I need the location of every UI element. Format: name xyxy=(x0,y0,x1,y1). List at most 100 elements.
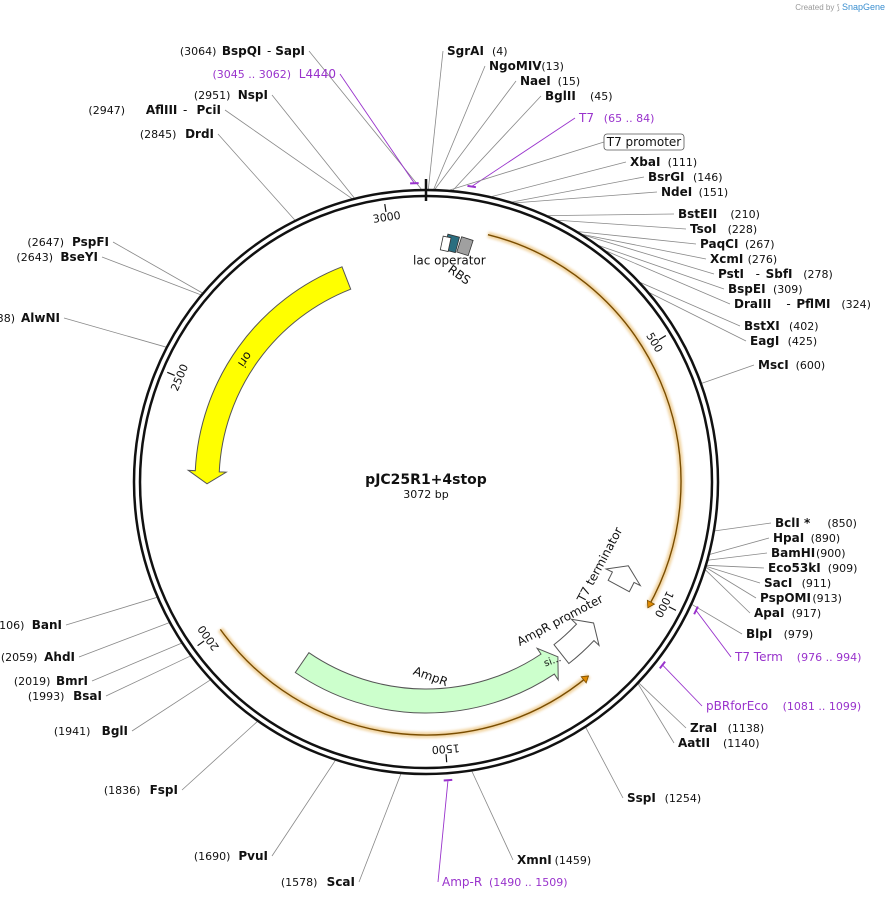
tick-label: 2500 xyxy=(168,362,191,393)
site-nspi: NspI(2951) xyxy=(194,88,268,102)
site-extra: SbfI xyxy=(766,267,793,281)
site-drdi: DrdI(2845) xyxy=(140,127,214,141)
site-name: Eco53kI xyxy=(768,561,821,575)
site-dash: - xyxy=(786,297,790,311)
site-name: SspI xyxy=(627,791,656,805)
site-name: PvuI xyxy=(238,849,268,863)
site-aatii: AatII(1140) xyxy=(678,736,760,750)
leader-xcmi xyxy=(582,234,707,260)
site-position: (210) xyxy=(730,208,760,221)
primer-leader xyxy=(695,610,732,658)
site-dash: - xyxy=(183,103,187,117)
site-saci: SacI(911) xyxy=(764,576,831,590)
orf-layer xyxy=(217,231,684,738)
site-name: BglI xyxy=(102,724,128,738)
primer-position: (1490 .. 1509) xyxy=(489,876,568,889)
site-pspfi: PspFI(2647) xyxy=(27,235,109,249)
leader-apai xyxy=(705,569,751,614)
site-name: XmnI xyxy=(517,853,552,867)
site-sspi: SspI (1254) xyxy=(627,791,701,805)
site-position: (13) xyxy=(541,60,564,73)
leader-ndei xyxy=(515,191,658,204)
site-name: NgoMIV xyxy=(489,59,542,73)
site-bmri: BmrI(2019) xyxy=(14,674,88,688)
orf-1-glow xyxy=(487,231,684,610)
site-position: (228) xyxy=(728,223,758,236)
leader-paqci xyxy=(578,231,697,245)
site-position: (979) xyxy=(784,628,814,641)
site-position: (1459) xyxy=(555,854,592,867)
primer-name: T7 Term xyxy=(734,650,783,664)
leader-alwni xyxy=(63,317,167,348)
site-name: XbaI xyxy=(630,155,660,169)
site-name: EagI xyxy=(750,334,779,348)
site-name: AhdI xyxy=(44,650,75,664)
site-apai: ApaI(917) xyxy=(754,606,821,620)
site-name: AlwNI xyxy=(21,311,60,325)
primer-leader xyxy=(662,664,703,707)
site-name: PspOMI xyxy=(760,591,811,605)
site-position: (2951) xyxy=(194,89,231,102)
site-name: BseYI xyxy=(60,250,98,264)
site-position: (900) xyxy=(816,547,846,560)
tick-mark xyxy=(445,754,448,763)
site-position: (2647) xyxy=(27,236,64,249)
leader-drdi xyxy=(217,133,296,221)
site-bsrgi: BsrGI(146) xyxy=(648,170,723,184)
site-pspomi: PspOMI(913) xyxy=(760,591,842,605)
leader-eagi xyxy=(649,292,747,342)
tick-mark xyxy=(197,640,205,647)
site-name: AatII xyxy=(678,736,710,750)
leader-hpai xyxy=(709,537,770,555)
tick-mark xyxy=(167,371,175,377)
site-xcmi: XcmI(276) xyxy=(710,252,777,266)
site-bcli: BclI *(850) xyxy=(775,516,857,530)
t7-terminator-label: T7 terminator xyxy=(574,525,626,605)
leader-tsoi xyxy=(557,219,687,230)
site-sgrai: SgrAI(4) xyxy=(447,44,508,58)
leader-aatii xyxy=(637,683,675,744)
leader-scai xyxy=(358,773,402,883)
primer-mark xyxy=(693,606,699,615)
plasmid-length: 3072 bp xyxy=(403,488,448,501)
site-position: (111) xyxy=(668,156,698,169)
leader-sgrai xyxy=(427,50,444,190)
site-position: (2059) xyxy=(1,651,38,664)
site-position: (1254) xyxy=(665,792,702,805)
leader-bamhi xyxy=(708,552,768,561)
site-position: (913) xyxy=(812,592,842,605)
site-position: (1690) xyxy=(194,850,231,863)
leader-pvui xyxy=(271,760,336,857)
site-position: (911) xyxy=(802,577,832,590)
leader-bglii xyxy=(452,95,542,191)
site-afliii: PciI-AflIII(2947) xyxy=(88,103,221,117)
primer-name: T7 xyxy=(578,111,594,125)
tick-label: 2000 xyxy=(195,623,222,653)
leader-bsteii xyxy=(548,213,675,217)
site-eco53ki: Eco53kI(909) xyxy=(768,561,857,575)
leader-blpi xyxy=(691,604,743,635)
site-position: (1138) xyxy=(728,722,765,735)
brand-prefix: Created by xyxy=(795,3,835,12)
site-name: BsaI xyxy=(73,689,102,703)
site-extra: SapI xyxy=(275,44,305,58)
site-bstxi: BstXI(402) xyxy=(744,319,819,333)
site-bsteii: BstEII(210) xyxy=(678,207,760,221)
site-name: ApaI xyxy=(754,606,784,620)
site-ngomiv: NgoMIV(13) xyxy=(489,59,564,73)
site-position: (2019) xyxy=(14,675,51,688)
primer-position: (976 .. 994) xyxy=(797,651,862,664)
primer-leader xyxy=(471,117,576,187)
primer-mark xyxy=(443,778,453,782)
site-name: BlpI xyxy=(746,627,772,641)
t7-terminator-arrow xyxy=(604,565,642,593)
site-xmni: XmnI(1459) xyxy=(517,853,591,867)
primer-pbrforeco: pBRforEco(1081 .. 1099) xyxy=(706,699,861,713)
leader-bmri xyxy=(91,642,182,682)
leader-xbai xyxy=(491,161,627,197)
site-position: (309) xyxy=(773,283,803,296)
leader-ngomiv xyxy=(433,65,486,190)
primer-l4440: L4440(3045 .. 3062) xyxy=(212,67,336,81)
ori-arrow xyxy=(186,266,352,485)
site-tsoi: TsoI(228) xyxy=(690,222,757,236)
